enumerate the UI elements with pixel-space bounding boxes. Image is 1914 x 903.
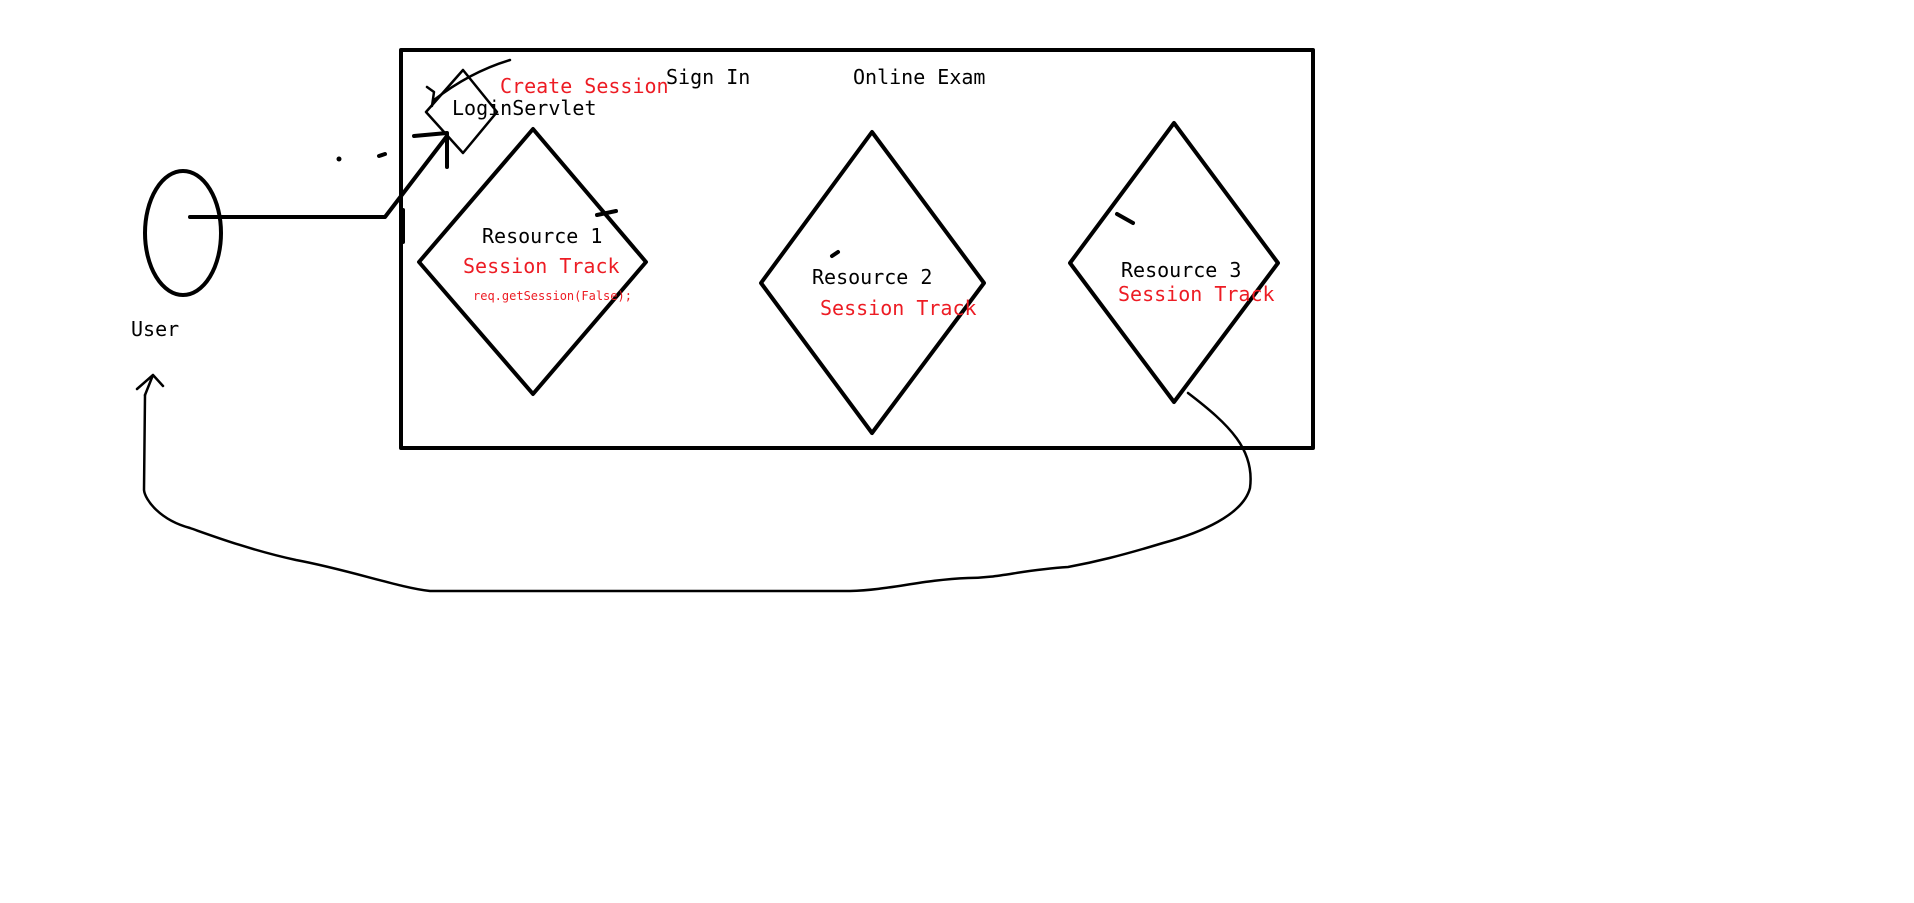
resource-2-session-track: Session Track [820, 296, 977, 320]
resource-1-label: Resource 1 [482, 224, 602, 248]
online-exam-label: Online Exam [853, 65, 985, 89]
resource-1-session-track: Session Track [463, 254, 620, 278]
application-boundary [399, 48, 1315, 450]
user-label: User [131, 317, 179, 341]
tick-mark-2 [830, 250, 840, 258]
resource-3-session-track: Session Track [1118, 282, 1275, 306]
sign-in-label: Sign In [666, 65, 750, 89]
create-session-label: Create Session [500, 74, 669, 98]
resource-2-shape [759, 130, 986, 435]
return-path [142, 391, 1252, 593]
resource-2-label: Resource 2 [812, 265, 932, 289]
stray-mark-2 [377, 152, 387, 158]
resource-1-shape [417, 127, 648, 396]
return-arrowhead [135, 373, 165, 397]
stray-dot-1 [336, 156, 342, 162]
request-arrowhead [412, 131, 449, 169]
tick-mark-3 [1115, 212, 1135, 225]
resource-3-label: Resource 3 [1121, 258, 1241, 282]
login-servlet-label: LoginServlet [452, 96, 597, 120]
resource-1-code: req.getSession(False); [473, 289, 632, 303]
request-line [188, 134, 449, 219]
login-servlet-scribble [425, 58, 512, 108]
tick-mark-1 [595, 209, 618, 217]
user-actor [143, 169, 223, 297]
resource-3-shape [1068, 121, 1280, 404]
